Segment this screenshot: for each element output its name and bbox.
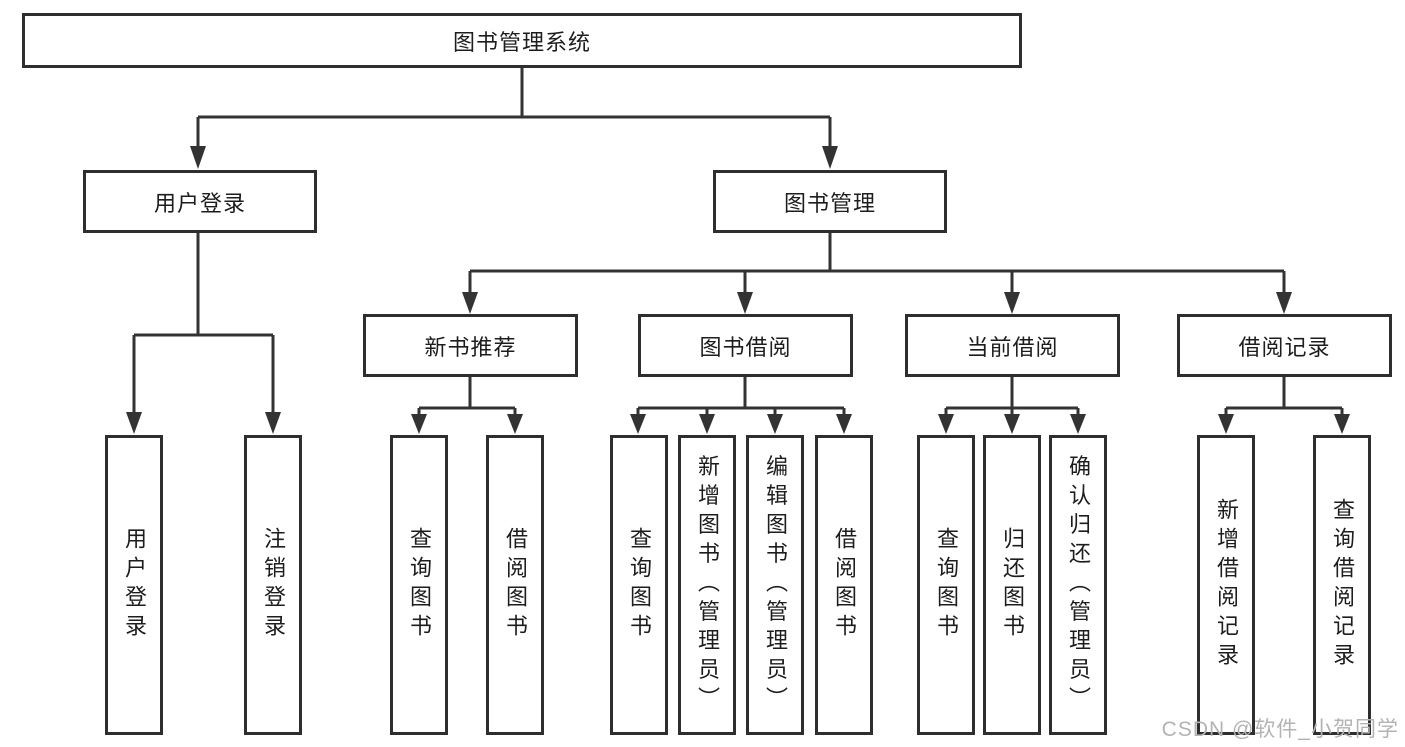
leaf-add-book-admin: 新增图书（管理员） (678, 435, 736, 735)
leaf-borrow-book-label: 借阅图书 (832, 527, 857, 643)
leaf-borrow-query-book-label: 查询图书 (627, 527, 652, 643)
leaf-recommend-borrow-book: 借阅图书 (486, 435, 544, 735)
node-new-book-recommend: 新书推荐 (363, 314, 578, 377)
leaf-user-login: 用户登录 (105, 435, 163, 735)
leaf-logout: 注销登录 (244, 435, 302, 735)
node-root-system: 图书管理系统 (22, 13, 1022, 68)
node-borrow-record-label: 借阅记录 (1238, 334, 1331, 360)
node-current-borrow: 当前借阅 (905, 314, 1120, 377)
node-borrow-record: 借阅记录 (1177, 314, 1392, 377)
leaf-current-query-book: 查询图书 (917, 435, 975, 735)
node-new-book-recommend-label: 新书推荐 (424, 334, 517, 360)
leaf-borrow-query-book: 查询图书 (610, 435, 668, 735)
node-book-management-label: 图书管理 (783, 190, 876, 216)
node-user-login-label: 用户登录 (153, 190, 246, 216)
leaf-add-borrow-record-label: 新增借阅记录 (1214, 498, 1239, 672)
leaf-add-borrow-record: 新增借阅记录 (1197, 435, 1255, 735)
node-book-management: 图书管理 (713, 170, 947, 233)
node-current-borrow-label: 当前借阅 (966, 334, 1059, 360)
leaf-confirm-return-admin-label: 确认归还（管理员） (1066, 454, 1091, 716)
leaf-query-borrow-record-label: 查询借阅记录 (1330, 498, 1355, 672)
leaf-edit-book-admin: 编辑图书（管理员） (746, 435, 804, 735)
node-user-login: 用户登录 (83, 170, 317, 233)
leaf-user-login-label: 用户登录 (122, 527, 147, 643)
leaf-return-book-label: 归还图书 (1000, 527, 1025, 643)
leaf-return-book: 归还图书 (983, 435, 1041, 735)
leaf-recommend-query-book: 查询图书 (390, 435, 448, 735)
leaf-recommend-borrow-book-label: 借阅图书 (503, 527, 528, 643)
leaf-add-book-admin-label: 新增图书（管理员） (695, 454, 720, 716)
leaf-current-query-book-label: 查询图书 (934, 527, 959, 643)
node-book-borrow-label: 图书借阅 (699, 334, 792, 360)
leaf-logout-label: 注销登录 (261, 527, 286, 643)
node-root-system-label: 图书管理系统 (452, 29, 591, 55)
leaf-edit-book-admin-label: 编辑图书（管理员） (763, 454, 788, 716)
leaf-recommend-query-book-label: 查询图书 (407, 527, 432, 643)
node-book-borrow: 图书借阅 (638, 314, 853, 377)
leaf-query-borrow-record: 查询借阅记录 (1313, 435, 1371, 735)
csdn-watermark: CSDN @软件_小贺同学 (1161, 718, 1399, 741)
leaf-confirm-return-admin: 确认归还（管理员） (1049, 435, 1107, 735)
leaf-borrow-book: 借阅图书 (815, 435, 873, 735)
